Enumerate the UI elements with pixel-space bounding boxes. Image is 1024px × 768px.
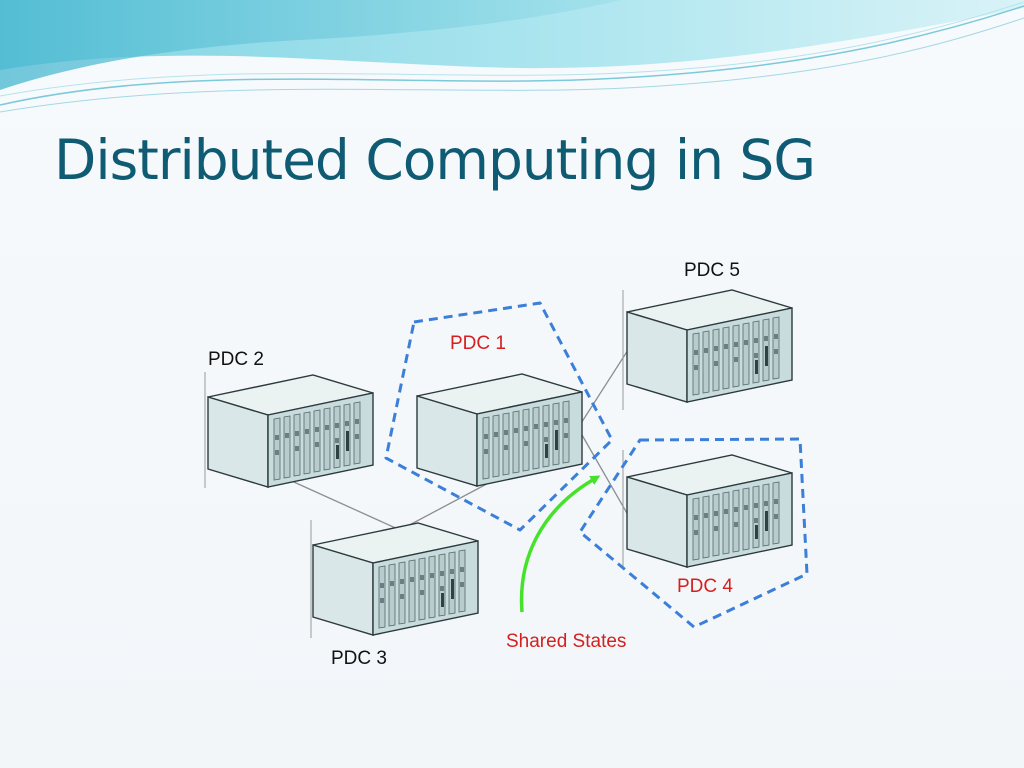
node-pdc5-label: PDC 5 (684, 260, 740, 281)
node-pdc4: PDC 4 (622, 450, 793, 597)
server-icon (416, 373, 583, 487)
server-icon (626, 454, 793, 568)
group-boundary-pdc4 (578, 437, 809, 629)
edge-pdc1-pdc4 (577, 427, 629, 516)
group-boundary-pdc1 (384, 301, 614, 532)
edge-pdc3-pdc1 (399, 477, 499, 531)
server-icon (207, 374, 374, 488)
node-pdc2-label: PDC 2 (208, 349, 264, 370)
node-pdc2: PDC 2 (204, 349, 374, 488)
shared-states-arrow (519, 475, 601, 613)
shared-states-label: Shared States (506, 631, 626, 652)
header-wave-decoration (0, 0, 1024, 113)
server-icon (626, 289, 793, 403)
node-pdc1-label: PDC 1 (450, 333, 506, 354)
node-pdc4-label: PDC 4 (677, 576, 733, 597)
edge-pdc1-pdc5 (577, 349, 629, 429)
node-pdc1: PDC 1 (416, 333, 583, 487)
node-pdc3: PDC 3 (310, 520, 479, 669)
edge-pdc2-pdc3 (284, 477, 401, 531)
slide-title: Distributed Computing in SG (54, 128, 816, 192)
node-pdc5: PDC 5 (622, 260, 793, 410)
server-icon (312, 522, 479, 636)
node-pdc3-label: PDC 3 (331, 648, 387, 669)
edges (284, 349, 629, 531)
